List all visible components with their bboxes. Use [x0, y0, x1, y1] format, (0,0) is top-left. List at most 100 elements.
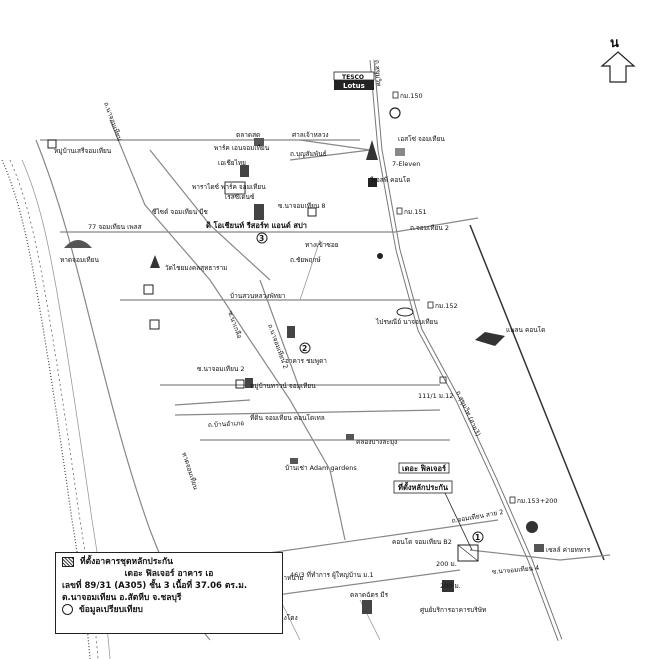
road-south-label: ซ.นาจอมเทียน 8 [278, 202, 326, 210]
place-complex: 77 จอมเทียน เพลส [88, 223, 142, 231]
legend-row-address: เลขที่ 89/31 (A305) ชั้น 3 เนื้อที่ 37.0… [62, 581, 248, 591]
place-office: 46/3 ที่ทำการ ผู้ใหญ่บ้าน ม.1 [290, 570, 374, 579]
km111-label: 111/1 ม.12 [418, 392, 453, 400]
north-arrow: น [598, 34, 638, 84]
svg-text:TESCO: TESCO [342, 74, 364, 81]
legend-row-site: ที่ตั้งอาคารชุดหลักประกัน [62, 556, 276, 568]
shop-icon [149, 319, 160, 330]
na-jomtien-4-label: ซ.นาจอมเทียน 4 [491, 564, 539, 576]
place-service-center: ศูนย์บริการอาคารบริษัท [420, 606, 486, 614]
place-canal: คลองบางละมุง [356, 438, 397, 446]
place-distance-1: 200 ม. [436, 560, 457, 568]
place-seaside: ซีไซด์ จอมเทียน บีช [152, 208, 208, 216]
place-labels: ตลาดสด ศาลเจ้าหลวง หมู่บ้านเสรีจอมเทียน … [54, 131, 591, 622]
comparison-marker-2: 2 [302, 344, 307, 353]
shop-icon [235, 379, 245, 389]
warehouse-icon [475, 332, 505, 346]
gas-station-icon [534, 544, 544, 552]
km153-label: กม.153+200 [517, 497, 558, 505]
place-the-fair: เดอะ ฟิลเจอร์ [402, 464, 447, 473]
compound-icon [224, 181, 246, 195]
road-boonsamphan-label: ถ.บุญสัมพันธ์ [290, 150, 327, 158]
shop-icon [307, 207, 317, 217]
place-paradise: พาราไดซ์ พาร์ค จอมเทียน [192, 183, 266, 191]
map-legend: ที่ตั้งอาคารชุดหลักประกัน เดอะ ฟิลเจอร์ … [55, 552, 283, 634]
place-village: หมู่บ้านเสรีจอมเทียน [54, 147, 112, 155]
shop-icon [143, 284, 154, 295]
legend-row-comparison: ข้อมูลเปรียบเทียบ [62, 604, 276, 616]
km151-label: กม.151 [404, 208, 427, 216]
place-shrine: ศาลเจ้าหลวง [292, 131, 329, 139]
svg-text:Lotus: Lotus [343, 82, 365, 90]
collateral-site-marker [393, 462, 479, 562]
place-market: ตลาดสด [236, 131, 260, 139]
north-label: น [610, 36, 619, 51]
place-beach: หาดจอมเทียน [60, 256, 99, 264]
place-plan-condo: แพลน คอนโด [506, 326, 545, 334]
building-icon [254, 204, 264, 220]
place-entrance: ทางเข้าซอย [305, 241, 339, 249]
flag-icon [395, 148, 405, 156]
legend-row-building: เดอะ ฟิลเจอร์ อาคาร เอ [124, 569, 214, 579]
hatched-swatch-icon [62, 556, 74, 567]
place-town: หมู่บ้านทาวน์ จอมเทียน [250, 382, 316, 390]
place-di-ocean: ดิ โอเชียนท์ รีสอร์ท แอนด์ สปา [206, 220, 307, 230]
building-icon [287, 326, 295, 338]
sukhumvit-south-label: ถ.สุขุมวิท (สาย3) [454, 389, 482, 437]
road-bannaumphoe-label: ถ.บ้านอำเภอ [208, 419, 245, 429]
rail-line [469, 224, 605, 561]
place-collateral: ที่ตั้งหลักประกัน [398, 481, 449, 492]
place-store: ร้านจำหน่าย [268, 574, 303, 582]
place-camp: เซลล์ ค่ายทหาร [546, 546, 591, 554]
tesco-lotus-logo: TESCO Lotus [333, 71, 375, 90]
dot-icon [377, 253, 383, 259]
building-icon [442, 580, 454, 592]
circle-icon [62, 604, 73, 615]
na-jomtien-2-label: ซ.นาจอมเทียน 2 [197, 365, 245, 373]
sukhumvit-highway [369, 59, 563, 641]
comparison-marker-1: 1 [475, 533, 480, 542]
market-icon [254, 138, 264, 146]
legend-row-district: ต.นาจอมเทียน อ.สัตหีบ จ.ชลบุรี [62, 593, 182, 603]
place-residence: เรสซิเดนซ์ [225, 193, 255, 201]
local-roads [40, 119, 611, 641]
place-market-south: ตลาดฉัตร มีร [350, 591, 389, 599]
place-post: ไปรษณีย์ นาจอมเทียน [375, 318, 438, 326]
drop-icon [526, 521, 538, 533]
place-wat: วัดไชยมงคลสุทธาราม [165, 264, 227, 272]
place-chomphuda: อาคาร ชมพูดา [285, 357, 327, 365]
km-markers: กม.150 กม.151 กม.152 กม.153+200 111/1 ม.… [392, 91, 558, 505]
building-icon [290, 458, 298, 464]
pool-icon [396, 307, 414, 317]
building-icon [362, 600, 372, 614]
road-chaiyapruek-label: ถ.ชัยพฤกษ์ [290, 256, 321, 264]
place-land: ที่ดิน จอมเทียน คอนโดเทล [250, 413, 325, 422]
km150-label: กม.150 [400, 92, 423, 100]
place-icons [47, 107, 544, 614]
sukhumvit-north-label: ถ.สุขุมวิท [373, 60, 383, 87]
temple-icon [366, 140, 378, 160]
shop-icon [47, 139, 57, 149]
place-adam: บ้านเช่า Adam gardens [285, 464, 357, 472]
beach-umbrella-icon [64, 240, 92, 248]
dark-square-icon [368, 178, 377, 187]
place-distance-2: 200 ม. [440, 582, 461, 590]
place-esso: เอสโซ่ จอมเทียน [398, 135, 445, 143]
place-condo: วีเอสพี คอนโด [370, 176, 411, 184]
building-icon [245, 378, 253, 388]
circle-icon [389, 107, 401, 119]
place-garden: บ้านสวนหลวงพัทยา [230, 292, 286, 300]
na-jomtien-road-label: ถ.นาจอมเทียน [102, 101, 124, 143]
temple-icon [150, 255, 160, 268]
north-arrow-icon [600, 51, 636, 83]
place-park: พาร์ค เอนจอมเทียน [214, 144, 270, 152]
comparison-marker-3: 3 [259, 234, 264, 243]
road-jomtien2-label: ถ.จอมเทียน 2 [410, 224, 449, 232]
km152-label: กม.152 [435, 302, 458, 310]
place-asian: เอเชียไทย [218, 159, 246, 167]
beach-road-label: หาดจอมเทียน [180, 451, 200, 491]
building-icon [346, 434, 354, 440]
comparison-markers: 3 2 1 [256, 232, 484, 543]
place-condo-b2: คอนโด จอมเทียน B2 [392, 538, 452, 546]
